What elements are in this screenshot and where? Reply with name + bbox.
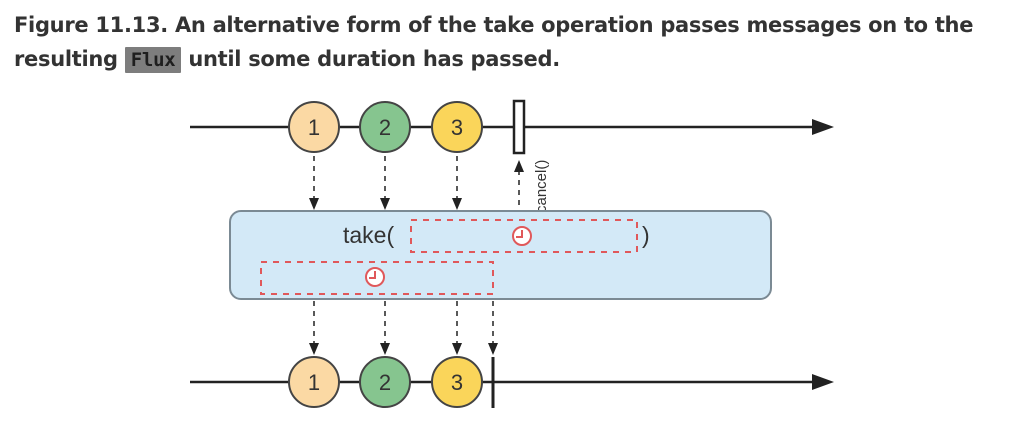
cancel-label: cancel() — [533, 160, 550, 213]
input-marble-2: 2 — [359, 101, 411, 153]
cancel-marker — [512, 99, 526, 155]
arrowhead — [488, 343, 498, 355]
input-arrowheads — [309, 198, 462, 210]
duration-box — [410, 219, 638, 253]
arrowhead — [452, 343, 462, 355]
operator-label-close: ) — [642, 222, 650, 248]
marble-circle — [431, 101, 483, 153]
marble-circle — [288, 101, 340, 153]
marble-circle — [288, 356, 340, 408]
arrowhead — [380, 198, 390, 210]
clock-icon — [512, 226, 532, 246]
caption-text: Figure 11.13. An alternative form of the… — [14, 13, 974, 71]
output-marble-3: 3 — [431, 356, 483, 408]
caption-code: Flux — [124, 47, 182, 73]
arrowhead — [309, 198, 319, 210]
marble-circle — [359, 101, 411, 153]
marble-circle — [359, 356, 411, 408]
clock-hands — [516, 230, 523, 238]
marble-label: 2 — [379, 115, 391, 140]
marble-label: 1 — [308, 370, 320, 395]
arrowhead — [309, 343, 319, 355]
output-marble-1: 1 — [288, 356, 340, 408]
caption-text-end: until some duration has passed. — [188, 47, 560, 71]
marble-circle — [431, 356, 483, 408]
figure-caption: Figure 11.13. An alternative form of the… — [14, 8, 1014, 77]
marble-label: 1 — [308, 115, 320, 140]
output-marble-2: 2 — [359, 356, 411, 408]
operator-box — [229, 210, 772, 300]
clock-hands — [369, 271, 376, 279]
arrowhead — [452, 198, 462, 210]
output-arrowheads — [309, 343, 498, 355]
marble-label: 3 — [451, 370, 463, 395]
marble-label: 2 — [379, 370, 391, 395]
output-timeline-arrowhead — [812, 374, 834, 390]
output-arrows — [313, 301, 494, 345]
arrowhead — [380, 343, 390, 355]
input-marble-3: 3 — [431, 101, 483, 153]
timer-clock-icon — [365, 267, 385, 287]
cancel-arrowhead — [514, 160, 524, 172]
input-arrows — [313, 156, 458, 200]
operator-label-open: take( — [343, 222, 394, 248]
input-timeline-arrowhead — [812, 119, 834, 135]
marble-label: 3 — [451, 115, 463, 140]
input-marble-1: 1 — [288, 101, 340, 153]
